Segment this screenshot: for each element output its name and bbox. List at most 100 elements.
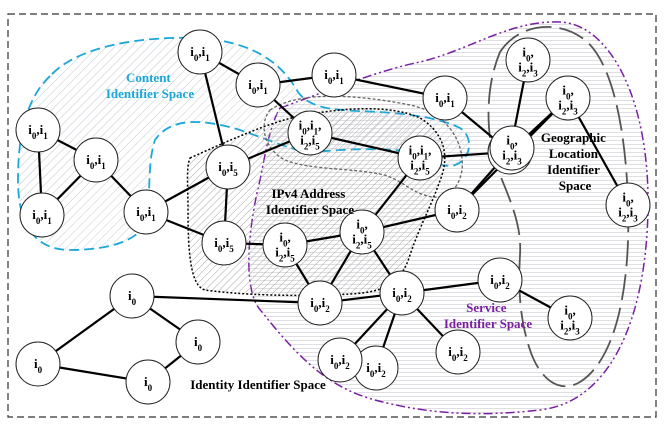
node-circle bbox=[605, 182, 651, 228]
node-label: i2,i5 bbox=[300, 133, 320, 152]
node-label: i0,i1 bbox=[324, 67, 344, 86]
content-label-line-2: Identifier Space bbox=[106, 86, 194, 101]
node-label: i0,i1, bbox=[299, 118, 322, 137]
ipv4-space-region bbox=[186, 108, 446, 297]
node-label: i0, bbox=[279, 230, 290, 249]
node-N: i0,i2,i3 bbox=[545, 75, 591, 121]
geo-label-line-4: Space bbox=[559, 178, 592, 193]
ipv4-label-line-2: Identifier Space bbox=[266, 202, 354, 217]
node-label: i0 bbox=[194, 334, 203, 353]
node-label: i0,i1 bbox=[248, 77, 268, 96]
node-label: i0,i2 bbox=[392, 285, 412, 304]
node-X: i0,i2 bbox=[379, 270, 425, 316]
node-circle bbox=[477, 257, 523, 303]
node-circle bbox=[262, 222, 308, 268]
node-label: i2,i3 bbox=[558, 98, 578, 117]
node-J: i0,i5 bbox=[205, 144, 251, 190]
node-circle bbox=[177, 29, 223, 75]
node-circle bbox=[15, 107, 61, 153]
node-circle bbox=[505, 37, 551, 83]
node-circle bbox=[434, 187, 480, 233]
node-O: i0,i2,i3 bbox=[605, 182, 651, 228]
node-circle bbox=[123, 189, 169, 235]
node-D: i0,i1 bbox=[123, 189, 169, 235]
edge-V-AB bbox=[131, 294, 321, 305]
node-C: i0,i1 bbox=[19, 192, 65, 238]
node-label: i0,i1, bbox=[409, 143, 432, 162]
node-label: i0,i2 bbox=[366, 360, 386, 379]
node-H: i0,i1 bbox=[422, 75, 468, 121]
node-circle bbox=[205, 144, 251, 190]
node-label: i2,i3 bbox=[618, 205, 638, 224]
node-circle bbox=[489, 125, 535, 171]
node-circle bbox=[545, 75, 591, 121]
service-label-line-2: Identifier Space bbox=[444, 316, 532, 331]
node-circle bbox=[397, 135, 443, 181]
node-label: i0,i1 bbox=[136, 204, 156, 223]
node-label: i2,i3 bbox=[502, 148, 522, 167]
node-circle bbox=[287, 110, 333, 156]
node-label: i0 bbox=[144, 374, 153, 393]
geographic-space-region bbox=[487, 26, 630, 388]
geographic-space-label: Geographic Location Identifier Space bbox=[541, 130, 609, 193]
node-label: i0, bbox=[522, 45, 533, 64]
node-label: i0,i1 bbox=[86, 152, 106, 171]
node-circle bbox=[15, 341, 61, 387]
node-label: i0,i2 bbox=[330, 352, 350, 371]
content-space-label: Content Identifier Space bbox=[106, 70, 194, 101]
node-U: i0,i2 bbox=[477, 257, 523, 303]
node-label: i2,i3 bbox=[560, 318, 580, 337]
node-AA: i0,i2 bbox=[317, 337, 363, 383]
node-F: i0,i1 bbox=[235, 62, 281, 108]
node-label: i0,i1 bbox=[435, 90, 455, 109]
content-label-line-1: Content bbox=[126, 70, 171, 85]
geo-label-line-2: Location bbox=[549, 146, 599, 161]
node-R: i0,i2,i5 bbox=[339, 209, 385, 255]
node-label: i0, bbox=[562, 83, 573, 102]
node-S: i0,i2 bbox=[434, 187, 480, 233]
node-circle bbox=[435, 329, 481, 375]
node-circle bbox=[422, 75, 468, 121]
identity-space-label: Identity Identifier Space bbox=[190, 377, 326, 392]
node-circle bbox=[339, 209, 385, 255]
service-space-label: Service Identifier Space bbox=[444, 300, 532, 331]
node-E: i0,i1 bbox=[177, 29, 223, 75]
node-label: i0,i1 bbox=[190, 44, 210, 63]
node-label: i0, bbox=[622, 190, 633, 209]
node-label: i0 bbox=[34, 356, 43, 375]
node-circle bbox=[297, 280, 343, 326]
node-label: i2,i5 bbox=[275, 245, 295, 264]
geo-label-line-3: Identifier bbox=[547, 162, 600, 177]
node-label: i2,i3 bbox=[518, 60, 538, 79]
node-label: i0,i1 bbox=[32, 207, 52, 226]
node-label: i2,i5 bbox=[410, 158, 430, 177]
ipv4-space-label: IPv4 Address Identifier Space bbox=[266, 186, 354, 217]
service-label-line-1: Service bbox=[466, 300, 507, 315]
node-L: i0,i1,i2,i5 bbox=[397, 135, 443, 181]
node-AC: i0 bbox=[15, 341, 61, 387]
node-label: i0,i1 bbox=[28, 122, 48, 141]
node-layer: i0,i1 i0,i1 i0,i1 i0,i1 i0,i1 i0,i1 i0,i1 i0,i1… bbox=[15, 29, 651, 405]
node-circle bbox=[311, 52, 357, 98]
geo-label-line-1: Geographic bbox=[541, 130, 606, 145]
node-label: i0, bbox=[564, 303, 575, 322]
node-W: i0,i2 bbox=[435, 329, 481, 375]
node-circle bbox=[175, 319, 221, 365]
node-Q: i0,i2,i5 bbox=[262, 222, 308, 268]
node-A: i0,i1 bbox=[15, 107, 61, 153]
node-circle bbox=[19, 192, 65, 238]
node-circle bbox=[547, 295, 593, 341]
node-M: i0,i2,i3 bbox=[505, 37, 551, 83]
node-circle bbox=[125, 359, 171, 405]
node-label: i0,i2 bbox=[448, 344, 468, 363]
node-T: i0,i2,i3 bbox=[489, 125, 535, 171]
ipv4-label-line-1: IPv4 Address bbox=[271, 186, 345, 201]
node-label: i0, bbox=[356, 217, 367, 236]
node-label: i0 bbox=[128, 288, 137, 307]
node-label: i0,i2 bbox=[447, 202, 467, 221]
node-label: i0,i5 bbox=[218, 159, 238, 178]
node-AB: i0 bbox=[109, 273, 155, 319]
node-V: i0,i2 bbox=[297, 280, 343, 326]
node-G: i0,i1 bbox=[311, 52, 357, 98]
